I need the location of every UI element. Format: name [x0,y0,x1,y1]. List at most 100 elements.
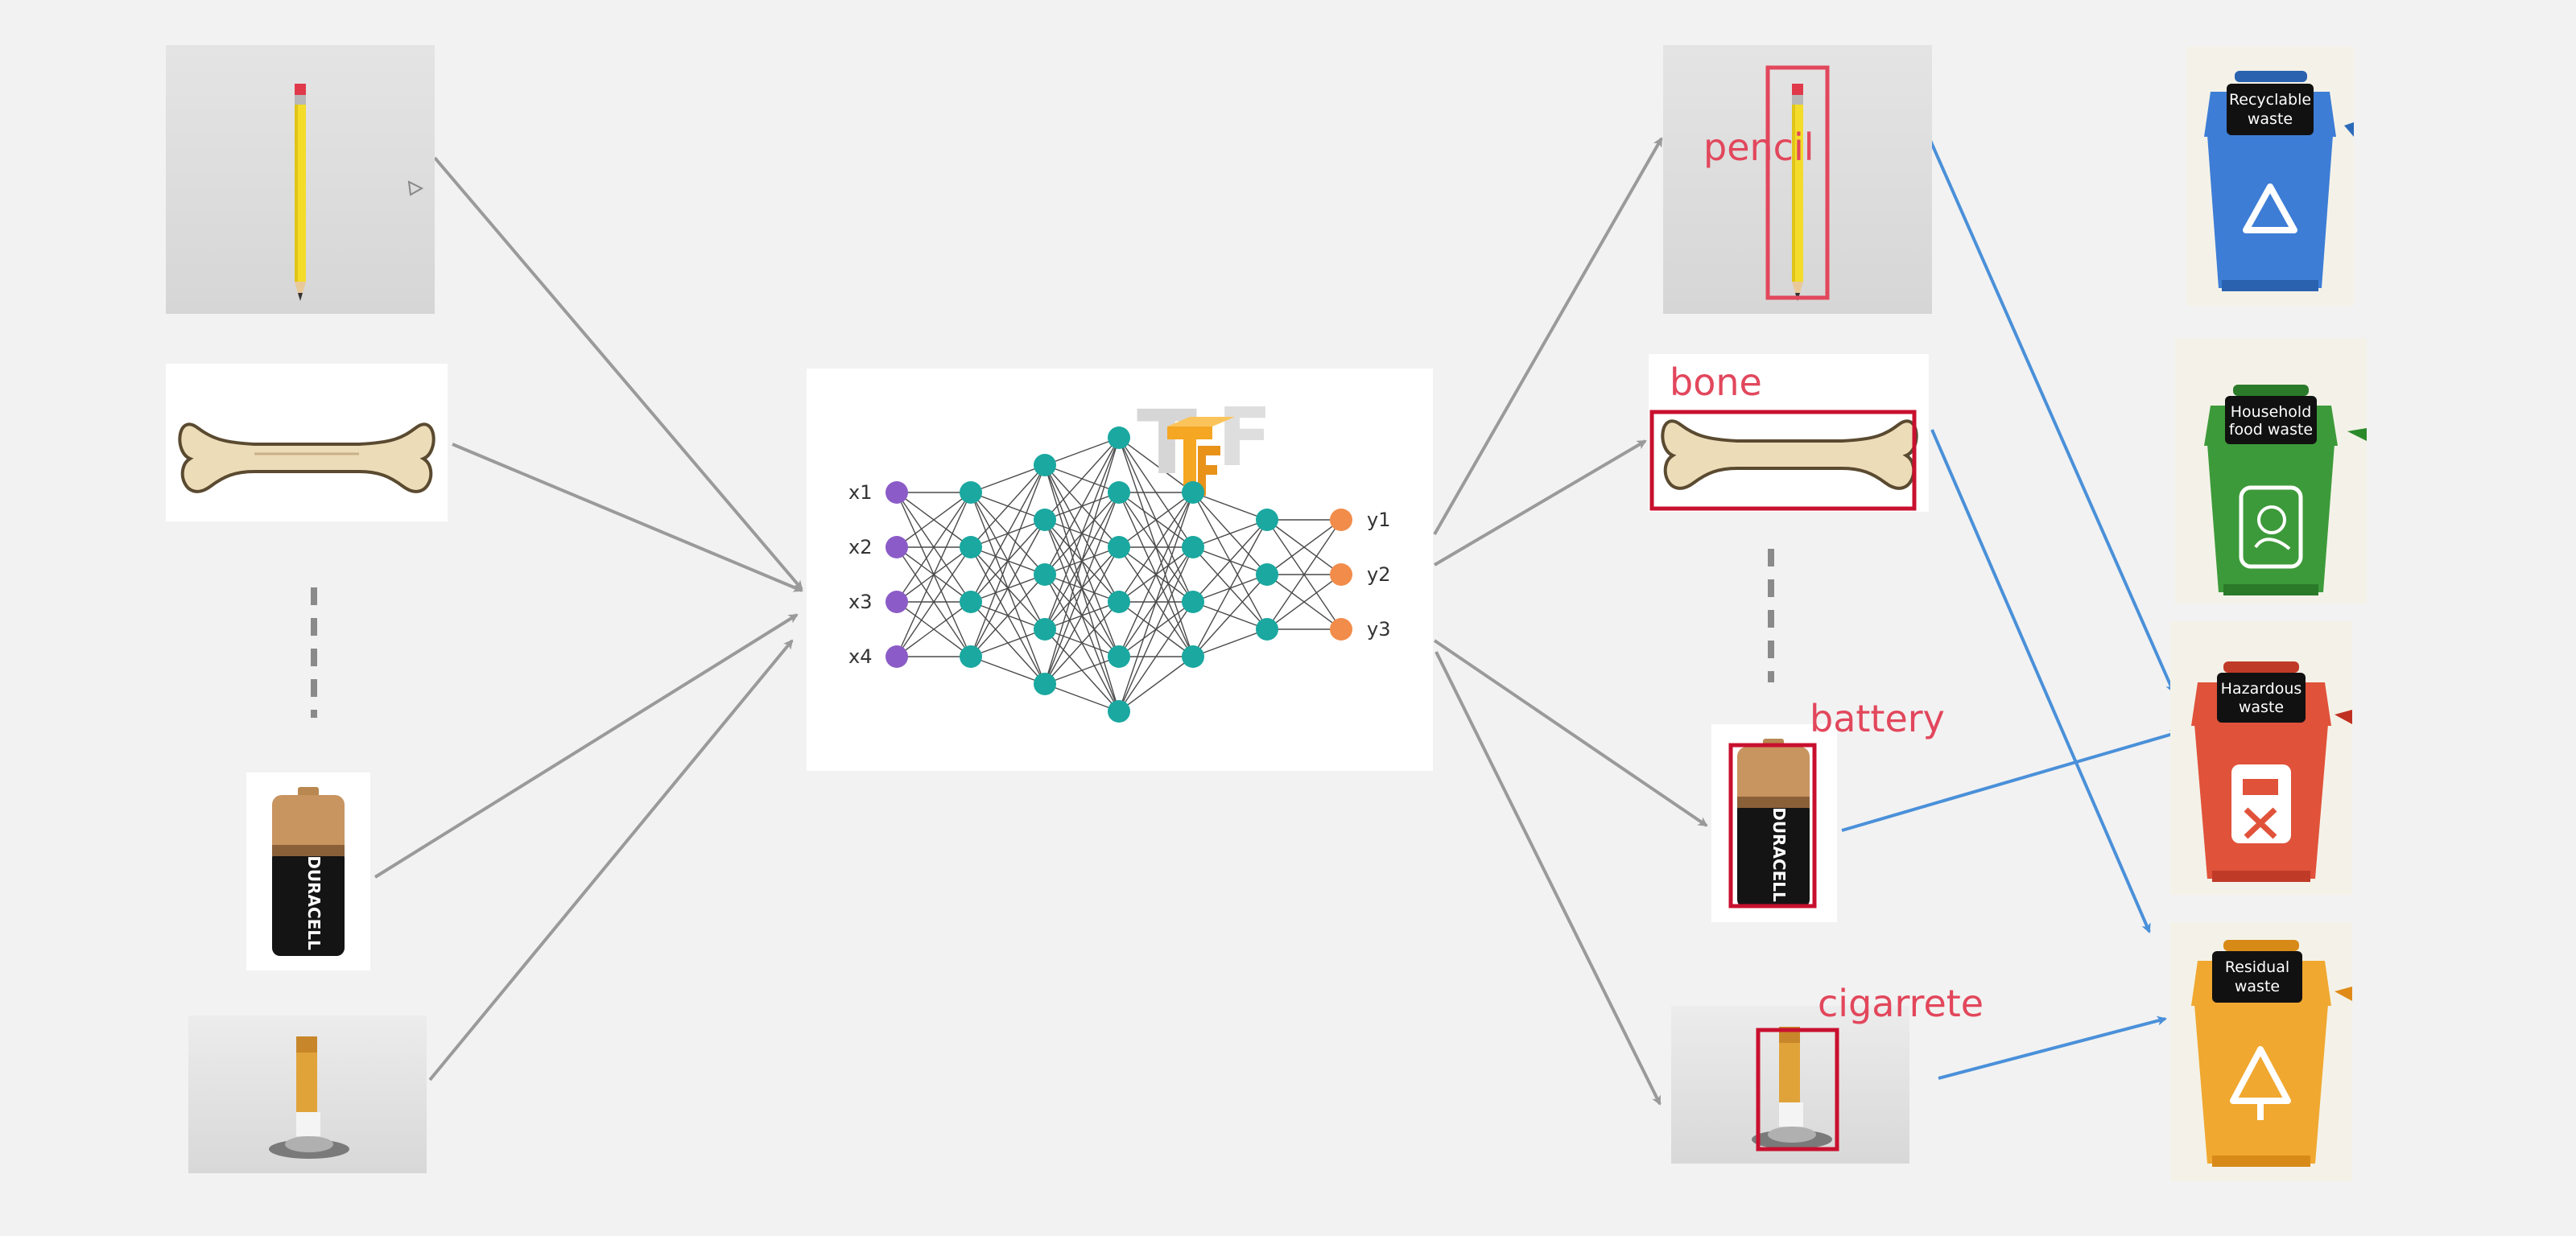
detection-label-cigarette: cigarrete [1818,982,1984,1025]
network-edge [1044,492,1120,685]
bin-hazardous-label-line1: Hazardous [2221,680,2302,698]
input-label-x2: x2 [848,536,872,558]
detection-box-pencil [1765,65,1830,300]
network-edge [1118,437,1194,493]
network-edge [1044,437,1120,630]
network-edge [1118,492,1194,548]
bin-household-food: Household food waste [2175,338,2367,604]
detected-bone-image [1649,354,1929,512]
cigarette-drawing [1752,1027,1839,1152]
input-label-x1: x1 [848,481,872,504]
arrow-cigarette-to-residual-bin [1938,1016,2167,1080]
network-edge [970,464,1046,603]
bin-residual-label-line1: Residual [2225,958,2289,976]
svg-text:F: F [1217,390,1272,484]
bin-recyclable-drawing: Recyclable waste [2204,71,2354,291]
hidden-node [1108,700,1130,723]
bin-recyclable-label-line1: Recyclable [2229,91,2311,109]
hidden-node [1108,536,1130,558]
network-nodes [886,426,1352,723]
arrow-battery-to-network [374,613,799,879]
network-edge [1044,546,1120,685]
bin-household-label-line2: food waste [2229,421,2313,439]
detection-box-battery [1728,743,1817,908]
arrow-pencil-to-network [433,156,803,591]
arrow-network-to-cigarette [1435,651,1662,1106]
network-edge [1044,437,1120,521]
bin-household-label-line1: Household [2231,403,2312,421]
arrow-network-to-pencil [1433,137,1663,535]
bin-hazardous-drawing: Hazardous waste [2191,661,2352,882]
bin-recyclable-label-line2: waste [2248,110,2293,128]
input-label-x3: x3 [848,591,872,613]
network-edge [896,601,972,657]
recycle-icon [2243,183,2297,233]
network-edge [1192,628,1268,657]
bin-residual: Residual waste [2170,922,2352,1181]
input-pencil-image [166,45,435,314]
hidden-node [1034,618,1056,641]
network-edge [970,464,1046,657]
arrow-battery-to-hazardous-bin [1841,730,2180,832]
hidden-node [1034,509,1056,531]
network-edge [1044,437,1120,575]
network-edge [1118,492,1194,657]
hidden-node [1034,673,1056,695]
output-label-y1: y1 [1367,509,1390,531]
cigarette-drawing [269,1036,349,1159]
hidden-node [1034,563,1056,586]
network-edge [970,628,1046,657]
arrow-pencil-to-hazardous-bin [1927,136,2175,694]
input-node [886,481,908,504]
detected-cigarette-image [1671,1006,1909,1164]
network-edge [970,656,1046,685]
network-edge [970,464,1046,548]
network-edge [1192,492,1268,521]
svg-text:DURACELL: DURACELL [1769,807,1789,902]
network-edge [970,464,1046,493]
hidden-node [1108,645,1130,668]
detection-label-battery: battery [1810,697,1945,740]
hidden-node [1182,481,1204,504]
bin-residual-label-line2: waste [2235,978,2280,995]
hidden-node [1182,591,1204,613]
arrow-bone-to-network [452,443,803,592]
hidden-node [1108,481,1130,504]
bin-household-food-drawing: Household food waste [2204,385,2367,595]
network-edge [970,574,1046,657]
bone-drawing [178,422,436,493]
bone-drawing [1649,410,1918,511]
svg-text:DURACELL: DURACELL [304,855,324,950]
hidden-node [1256,509,1278,531]
input-label-x4: x4 [848,645,872,668]
pencil-drawing [1765,65,1830,301]
network-connections [896,437,1342,712]
network-edge [1044,437,1120,466]
hidden-node [1034,454,1056,476]
bin-hazardous-label-line2: waste [2239,698,2284,716]
hidden-node [1182,645,1204,668]
battery-drawing: DURACELL [272,787,345,956]
detection-label-pencil: pencil [1703,126,1814,169]
hidden-node [1256,563,1278,586]
detection-box-cigarette [1756,1028,1839,1152]
input-node [886,591,908,613]
hidden-node [1108,426,1130,449]
bin-hazardous: Hazardous waste [2170,621,2352,895]
network-edge [1044,683,1120,712]
arrow-cigarette-to-network [428,639,794,1082]
network-edge [896,546,972,657]
detected-battery-image: DURACELL [1711,724,1837,922]
input-bone-image [166,364,448,521]
hidden-node [1108,591,1130,613]
bin-residual-drawing: Residual waste [2191,940,2352,1167]
network-edge [1266,519,1342,630]
residual-icon [2230,1046,2291,1120]
output-node [1330,618,1352,641]
output-label-y2: y2 [1367,563,1390,586]
network-edge [1044,601,1120,685]
hidden-node [960,481,982,504]
